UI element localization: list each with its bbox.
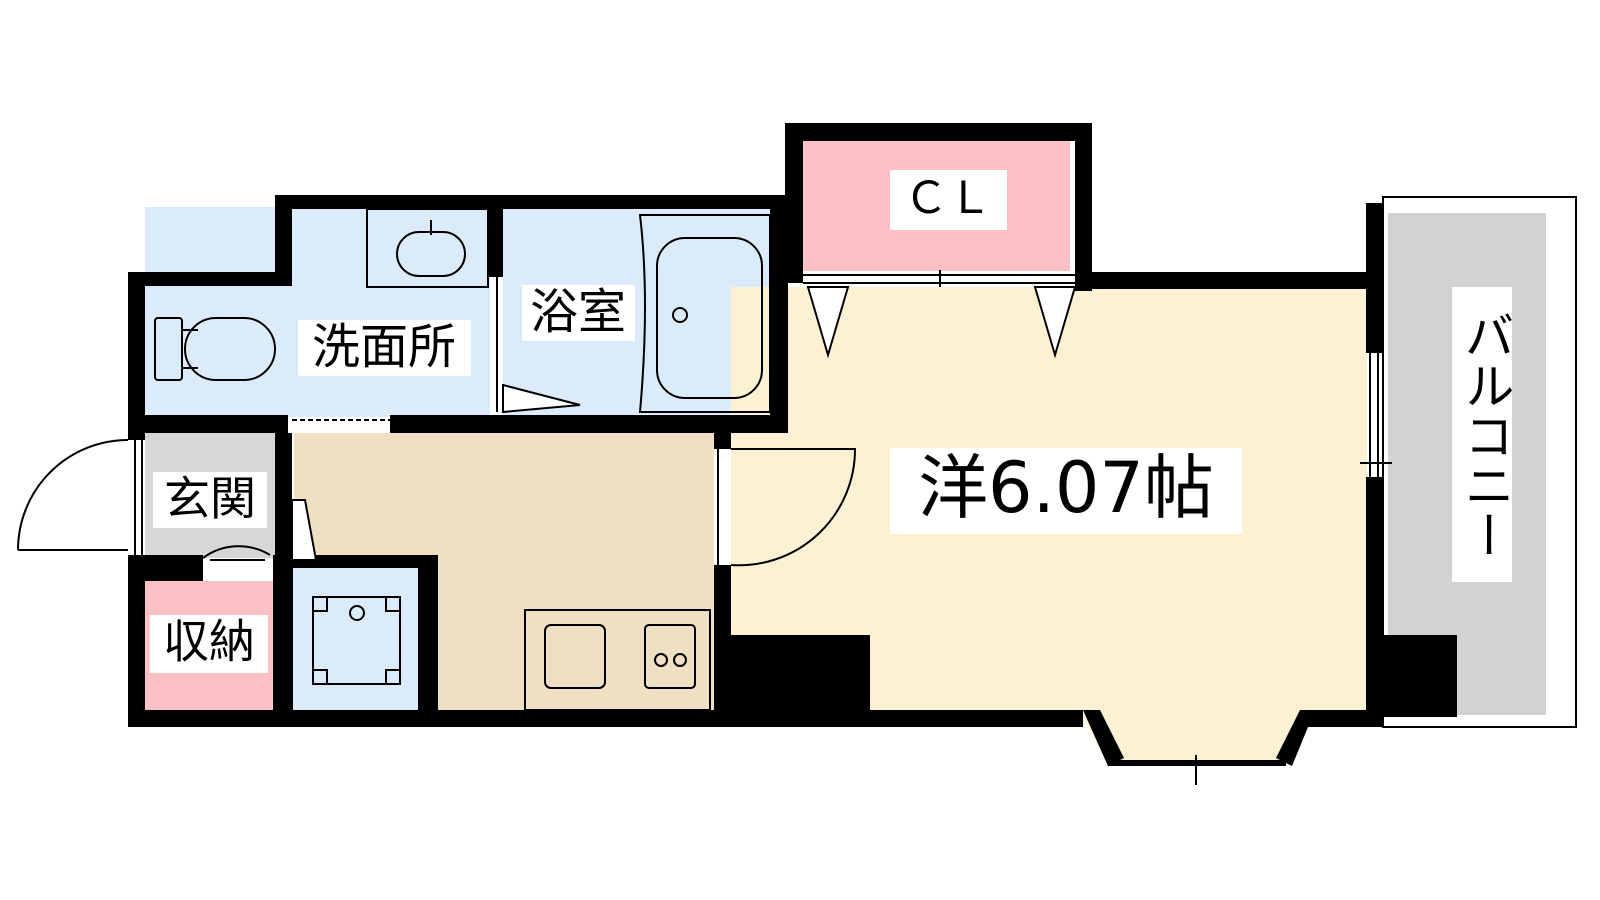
- storage-label: 収納: [163, 615, 255, 669]
- bathtub-outline-icon: [638, 214, 771, 413]
- room-labels: 洗面所 浴室 ＣＬ 洋6.07帖 バルコニー 玄関 収納: [150, 170, 1515, 673]
- toilet-tank-icon: [154, 317, 183, 381]
- balcony-label: バルコニー: [1457, 310, 1515, 560]
- western-room-label: 洋6.07帖: [918, 447, 1214, 529]
- toilet-seat-icon: [184, 317, 276, 381]
- bathtub-drain-icon: [672, 307, 688, 323]
- entrance-label: 玄関: [164, 472, 256, 526]
- sink-icon: [544, 624, 606, 689]
- closet-label: ＣＬ: [904, 173, 992, 224]
- stove-icon: [644, 624, 696, 689]
- kitchen-counter-icon: [524, 609, 711, 711]
- bathroom-label: 浴室: [530, 284, 626, 340]
- basin-counter-icon: [366, 208, 489, 288]
- washing-machine-icon: [312, 596, 401, 685]
- washroom-label: 洗面所: [312, 319, 456, 375]
- fixtures: [154, 208, 771, 711]
- burner-icon: [673, 653, 687, 667]
- doors: [17, 196, 1577, 785]
- walls: [128, 123, 1457, 766]
- washroom-area: [145, 207, 490, 417]
- burner-icon: [654, 653, 668, 667]
- bathtub-icon: [656, 237, 763, 399]
